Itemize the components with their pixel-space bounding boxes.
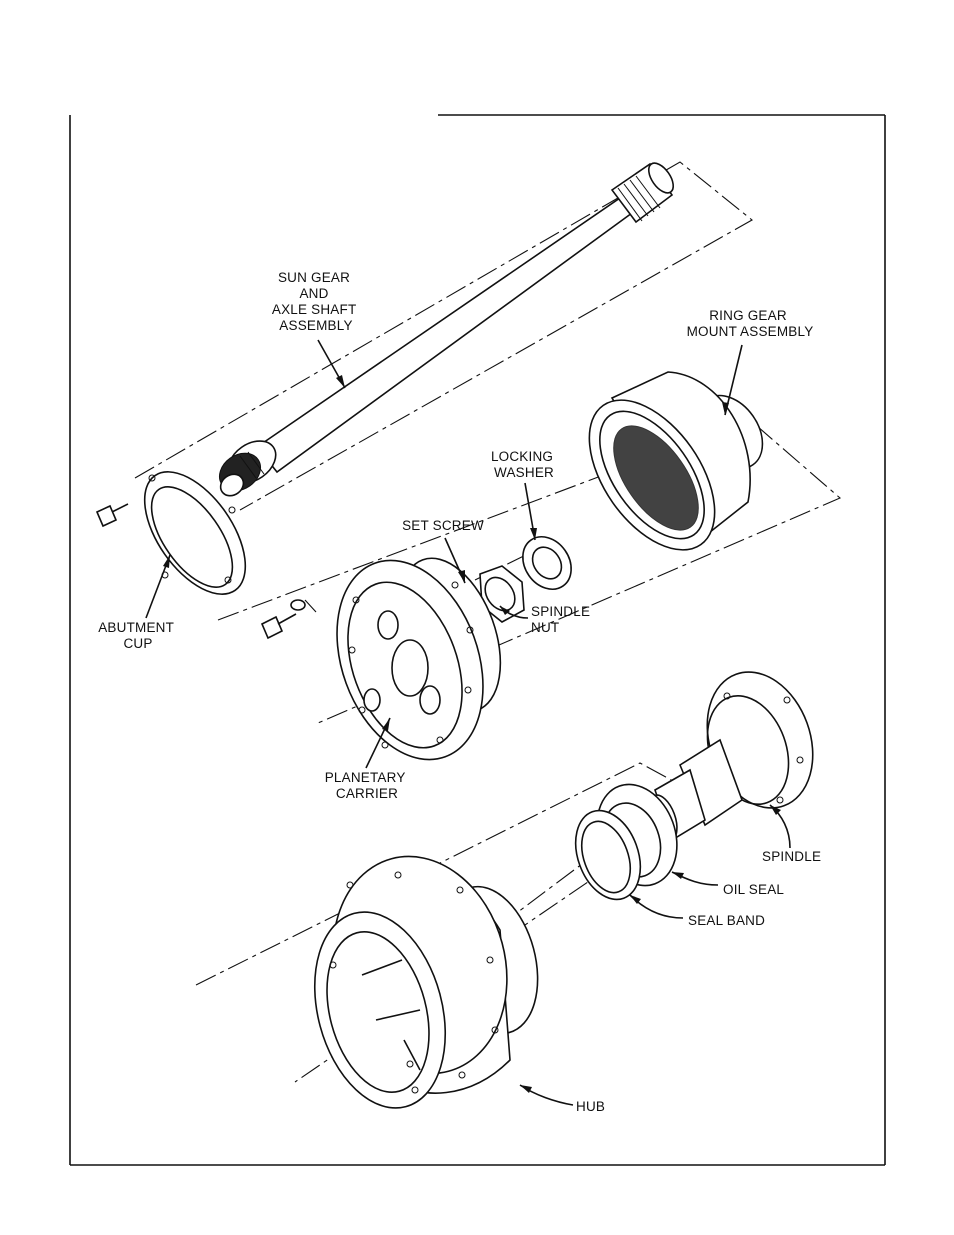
label-spindle-nut: SPINDLE NUT <box>531 604 594 635</box>
spindle <box>644 657 831 845</box>
label-sun-gear: SUN GEAR AND AXLE SHAFT ASSEMBLY <box>272 270 360 333</box>
label-planetary-carrier: PLANETARY CARRIER <box>325 770 410 801</box>
label-locking-washer: LOCKING WASHER <box>491 449 557 480</box>
label-spindle: SPINDLE <box>762 849 821 864</box>
label-abutment-cup: ABUTMENT CUP <box>98 620 178 651</box>
label-seal-band: SEAL BAND <box>688 913 765 928</box>
ring-gear-mount <box>564 372 776 572</box>
label-set-screw: SET SCREW <box>402 518 484 533</box>
hub <box>294 837 553 1123</box>
label-ring-gear: RING GEAR MOUNT ASSEMBLY <box>687 308 814 339</box>
label-oil-seal: OIL SEAL <box>723 882 784 897</box>
label-hub: HUB <box>576 1099 605 1114</box>
